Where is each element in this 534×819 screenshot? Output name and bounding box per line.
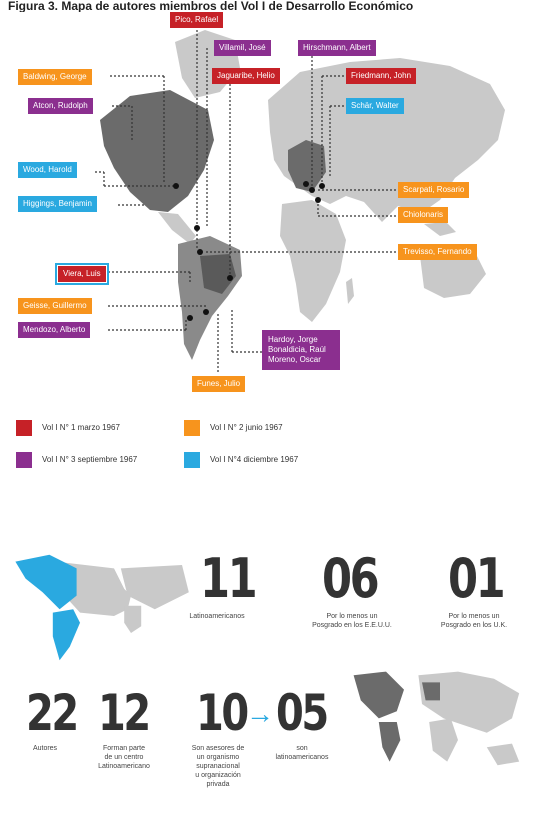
legend-swatch-4 (184, 452, 200, 468)
author-label-hirschmann: Hirschmann, Albert (298, 40, 376, 56)
author-label-atcon: Atcon, Rudolph (28, 98, 93, 114)
legend-swatch-2 (184, 420, 200, 436)
stat-text-latinoamericanos: Latinoamericanos (189, 613, 245, 620)
stat-number-posgrado-uk: 01 (448, 547, 506, 610)
stat-text-asesores: Son asesores de un organismo supranacion… (191, 745, 245, 788)
stat-number-latinoamericanos: 11 (200, 547, 258, 610)
author-label-mendozo: Mendozo, Alberto (18, 322, 91, 338)
stat-number-son-latinoamericanos: 05 (276, 684, 329, 742)
author-label-scarpati: Scarpati, Rosario (398, 182, 470, 198)
legend-text-2: Vol I N° 2 junio 1967 (210, 423, 283, 432)
stat-number-posgrado-eeuu: 06 (322, 547, 380, 610)
legend-swatch-3 (16, 452, 32, 468)
author-label-chiolonaris: Chiolonaris (398, 207, 449, 223)
location-dots (173, 181, 325, 321)
stat-text-posgrado-uk: Por lo menos un Posgrado en los U.K. (440, 613, 508, 629)
author-label-friedmann: Friedmann, John (346, 68, 417, 84)
highlighted-land (100, 90, 326, 212)
stat-number-asesores: 10 (196, 684, 249, 742)
stats-map-right (353, 671, 520, 766)
figure-title: Figura 3. Mapa de autores miembros del V… (8, 0, 414, 12)
author-label-higgings: Higgings, Benjamin (18, 196, 97, 212)
author-label-pico: Pico, Rafael (170, 12, 224, 28)
stat-number-autores: 22 (26, 684, 79, 742)
author-label-trevisso: Trevisso, Fernando (398, 244, 477, 260)
author-label-geisse: Geisse, Guillermo (18, 298, 92, 314)
stat-text-posgrado-eeuu: Por lo menos un Posgrado en los E.E.U.U. (312, 613, 392, 629)
arrow-right-icon: → (246, 698, 274, 729)
legend-text-1: Vol I N° 1 marzo 1967 (42, 423, 120, 432)
land (158, 30, 505, 322)
author-label-hardoy: Hardoy, Jorge Bonaldicia, Raúl Moreno, O… (262, 330, 340, 370)
legend-swatch-1 (16, 420, 32, 436)
author-label-schar: Schär, Walter (346, 98, 404, 114)
south-america (178, 236, 242, 360)
author-label-baldwing: Baldwing, George (18, 69, 92, 85)
legend-text-3: Vol I N° 3 septiembre 1967 (42, 455, 138, 464)
author-label-wood: Wood, Harold (18, 162, 77, 178)
stat-text-autores: Autores (32, 745, 58, 752)
author-label-jaguaribe: Jaguaribe, Helio (212, 68, 280, 84)
stat-number-centro: 12 (98, 684, 151, 742)
stat-text-son-latinoamericanos: son latinoamericanos (275, 745, 329, 761)
author-label-villamil: Villamil, José (214, 40, 271, 56)
stat-text-centro: Forman parte de un centro Latinoamerican… (98, 745, 150, 770)
dotted-connectors (95, 30, 398, 372)
legend-text-4: Vol I N°4 diciembre 1967 (210, 455, 299, 464)
author-label-funes: Funes, Julio (192, 376, 246, 392)
author-label-viera: Viera, Luis (55, 263, 109, 285)
stats-map-left (15, 554, 189, 661)
